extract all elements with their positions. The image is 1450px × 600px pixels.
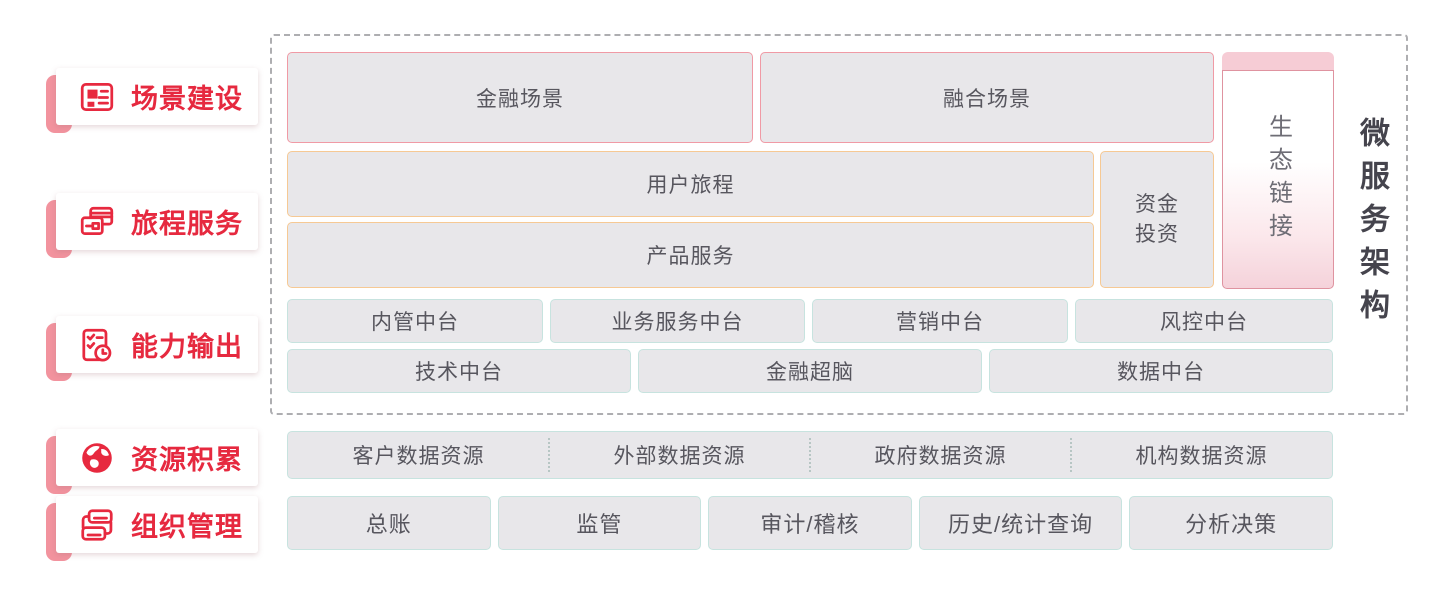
globe-icon [82, 442, 112, 473]
grid-dashboard-icon [80, 82, 114, 111]
box-fund-investment: 资金投资 [1100, 151, 1214, 288]
data-resource-segment-government: 政府数据资源 [809, 432, 1071, 478]
box-analysis-decision: 分析决策 [1129, 496, 1333, 550]
box-audit: 审计/稽核 [708, 496, 912, 550]
box-internal-mgmt-platform: 内管中台 [287, 299, 543, 343]
architecture-panel [270, 34, 1408, 415]
eco-link-label: 生态链接 [1264, 113, 1292, 246]
eco-link-header-strip [1222, 52, 1334, 70]
sidebar-item-label: 旅程服务 [131, 209, 243, 239]
sidebar-item-label: 资源积累 [131, 445, 243, 475]
box-product-service: 产品服务 [287, 222, 1094, 288]
box-regulation: 监管 [497, 496, 702, 550]
data-resource-segment-institution: 机构数据资源 [1070, 432, 1332, 478]
box-history-statistics-query: 历史/统计查询 [918, 496, 1123, 550]
sidebar-item-scene-building: 场景建设 [46, 68, 258, 133]
sidebar-item-resource-accumulation: 资源积累 [46, 429, 258, 494]
box-risk-control-platform: 风控中台 [1075, 299, 1333, 343]
box-fusion-scenario: 融合场景 [760, 52, 1214, 143]
management-row: 总账 监管 审计/稽核 历史/统计查询 分析决策 [287, 496, 1333, 550]
sidebar-item-label: 能力输出 [131, 332, 243, 362]
box-data-platform: 数据中台 [989, 349, 1333, 393]
box-business-service-platform: 业务服务中台 [550, 299, 805, 343]
sidebar-item-capability-output: 能力输出 [46, 316, 258, 381]
vertical-title-microservice-architecture: 微服务架构 [1355, 117, 1388, 332]
box-general-ledger: 总账 [287, 496, 491, 550]
sidebar-item-journey-service: 旅程服务 [46, 193, 258, 258]
box-marketing-platform: 营销中台 [812, 299, 1068, 343]
org-structure-icon [81, 508, 113, 541]
sidebar-item-label: 组织管理 [131, 512, 243, 542]
data-resources-row: 客户数据资源 外部数据资源 政府数据资源 机构数据资源 [287, 431, 1333, 479]
box-user-journey: 用户旅程 [287, 151, 1094, 217]
data-resource-segment-customer: 客户数据资源 [352, 445, 485, 468]
cards-icon [80, 206, 114, 235]
box-technology-platform: 技术中台 [287, 349, 631, 393]
sidebar-item-label: 场景建设 [131, 84, 243, 114]
box-eco-link: 生态链接 [1222, 52, 1334, 289]
box-finance-superbrain: 金融超脑 [638, 349, 982, 393]
data-resource-segment-external: 外部数据资源 [548, 432, 810, 478]
box-financial-scenario: 金融场景 [287, 52, 753, 143]
sidebar-item-organization-management: 组织管理 [46, 496, 258, 561]
checklist-clock-icon [82, 328, 112, 361]
